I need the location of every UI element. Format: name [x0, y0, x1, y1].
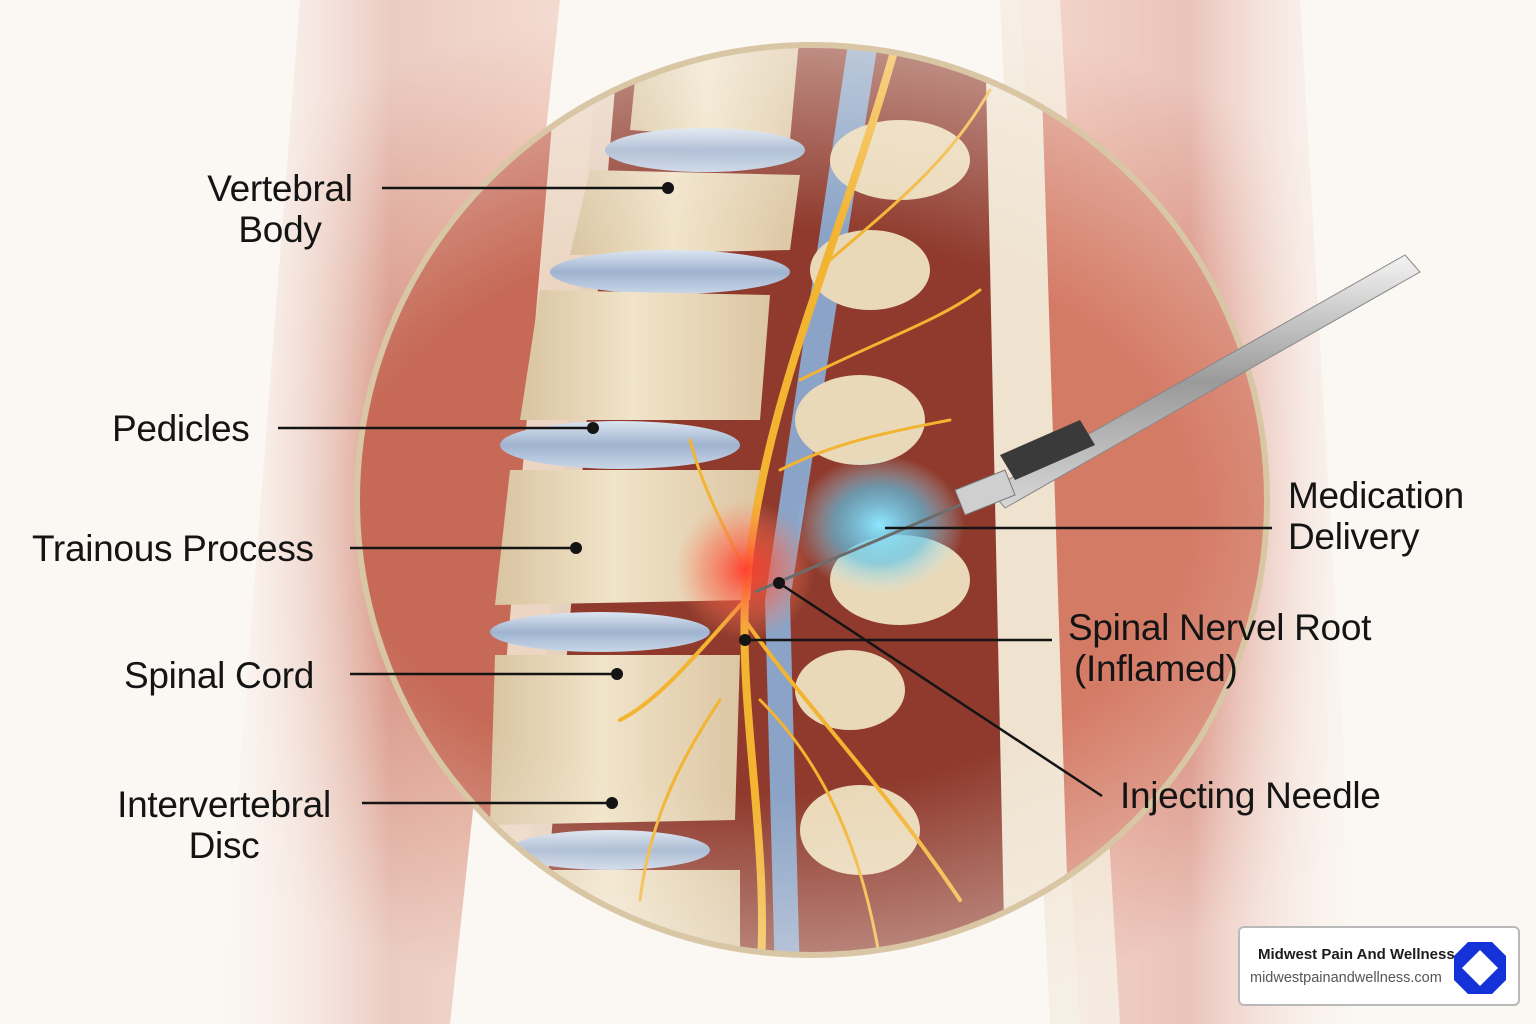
label-vertebral-body-line2: Body — [238, 209, 322, 250]
label-trainous-process: Trainous Process — [32, 528, 314, 569]
label-medication-delivery-line1: Medication — [1288, 475, 1464, 516]
brand-name: Midwest Pain And Wellness — [1258, 946, 1455, 963]
label-intervertebral-disc: Intervertebral Disc — [102, 784, 346, 866]
brand-badge[interactable]: Midwest Pain And Wellness midwestpainand… — [1238, 926, 1520, 1006]
label-intervertebral-disc-line1: Intervertebral — [117, 784, 331, 825]
label-spinal-nerve-root-line1: Spinal Nervel Root — [1068, 607, 1372, 648]
label-spinal-cord: Spinal Cord — [124, 655, 315, 696]
label-vertebral-body: Vertebral Body — [196, 168, 364, 250]
magnifier-circle — [354, 42, 1270, 958]
label-vertebral-body-line1: Vertebral — [207, 168, 353, 209]
brand-logo-icon — [1454, 942, 1506, 994]
medication-cloud — [795, 455, 965, 595]
label-spinal-nerve-root: Spinal Nervel Root (Inflamed) — [1068, 607, 1371, 689]
label-intervertebral-disc-line2: Disc — [188, 825, 260, 866]
label-medication-delivery-line2: Delivery — [1288, 516, 1420, 557]
label-medication-delivery: Medication Delivery — [1288, 475, 1464, 557]
needle-syringe — [754, 254, 1421, 594]
label-spinal-nerve-root-line2: (Inflamed) — [1074, 648, 1238, 689]
inflammation-glow — [675, 500, 815, 640]
leader-dots — [570, 182, 785, 809]
label-pedicles: Pedicles — [112, 408, 250, 449]
label-injecting-needle: Injecting Needle — [1120, 775, 1381, 816]
leader-lines — [278, 186, 1272, 805]
brand-url[interactable]: midwestpainandwellness.com — [1250, 970, 1442, 986]
leader-injecting-needle — [778, 581, 1103, 798]
